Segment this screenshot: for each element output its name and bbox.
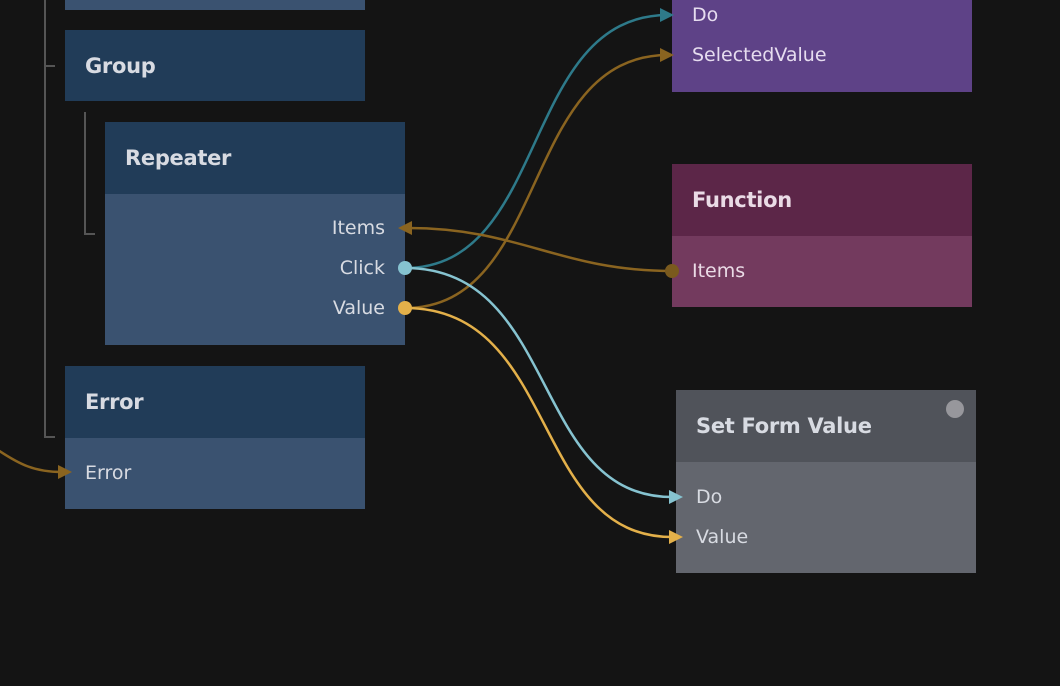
- node-function[interactable]: Function Items: [672, 164, 972, 307]
- node-repeater[interactable]: Repeater Items Click Value: [105, 122, 405, 345]
- wire-items-to-items[interactable]: [407, 226, 673, 273]
- wire-value-to-setform-value[interactable]: [404, 306, 673, 539]
- port-do[interactable]: Do: [696, 486, 723, 508]
- hierarchy-tick: [84, 233, 95, 235]
- port-value[interactable]: Value: [332, 297, 385, 319]
- status-dot-icon: [946, 400, 964, 418]
- node-error[interactable]: Error Error: [65, 366, 365, 509]
- port-items[interactable]: Items: [331, 217, 385, 239]
- node-title: Group: [65, 30, 365, 101]
- node-title: Function: [672, 164, 972, 236]
- node-partial-top[interactable]: [65, 0, 365, 10]
- node-event[interactable]: Do SelectedValue: [672, 0, 972, 92]
- port-value[interactable]: Value: [696, 526, 749, 548]
- hierarchy-line: [44, 0, 46, 438]
- wire-click-to-setform-do[interactable]: [404, 266, 673, 499]
- port-error[interactable]: Error: [85, 462, 132, 484]
- node-title: Repeater: [105, 122, 405, 194]
- port-items[interactable]: Items: [692, 260, 746, 282]
- wire-click-to-do[interactable]: [404, 13, 669, 270]
- wire-value-to-selectedvalue[interactable]: [404, 53, 669, 310]
- hierarchy-line: [84, 112, 86, 235]
- hierarchy-tick: [44, 436, 55, 438]
- hierarchy-tick: [44, 65, 55, 67]
- node-title: Set Form Value: [676, 390, 976, 462]
- node-title: Error: [65, 366, 365, 438]
- node-group[interactable]: Group: [65, 30, 365, 101]
- node-set-form-value[interactable]: Set Form Value Do Value: [676, 390, 976, 573]
- port-selected-value[interactable]: SelectedValue: [692, 44, 827, 66]
- wire-offscreen-to-error[interactable]: [0, 448, 63, 474]
- port-click[interactable]: Click: [339, 257, 385, 279]
- port-do[interactable]: Do: [692, 4, 719, 26]
